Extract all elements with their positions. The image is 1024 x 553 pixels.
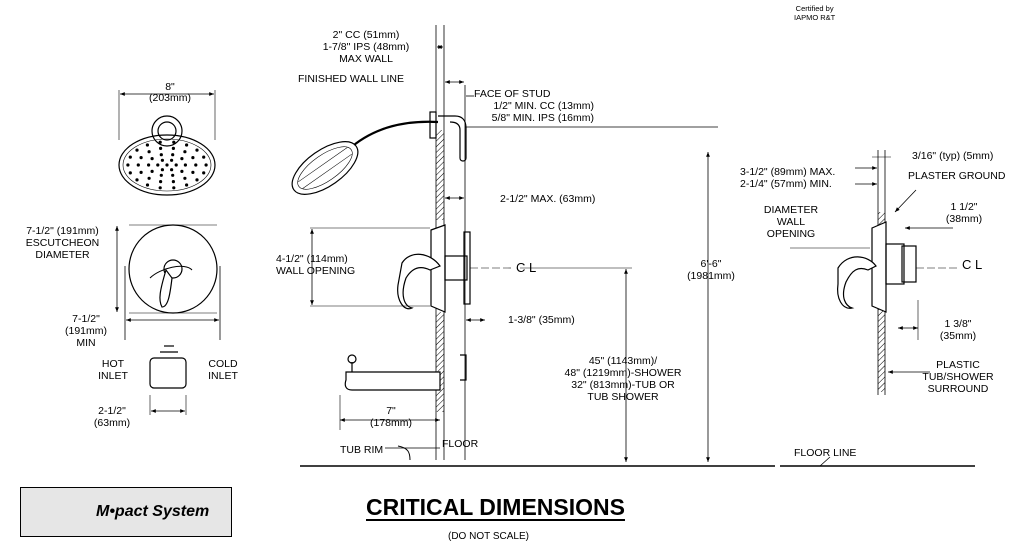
showerhead-nozzles bbox=[126, 140, 208, 190]
nozzle-dot bbox=[174, 163, 178, 167]
escutcheon-diameter-label: 7-1/2" (191mm) ESCUTCHEON DIAMETER bbox=[25, 225, 100, 261]
nozzle-dot bbox=[159, 153, 163, 157]
detail-centerline-label: C L bbox=[962, 257, 983, 272]
nozzle-dot bbox=[145, 183, 150, 187]
nozzle-dot bbox=[171, 153, 175, 157]
nozzle-dot bbox=[128, 171, 132, 175]
nozzle-dot bbox=[183, 150, 187, 154]
side-view bbox=[291, 25, 775, 467]
nozzle-dot bbox=[160, 168, 164, 172]
page-title: CRITICAL DIMENSIONS bbox=[366, 494, 625, 520]
centerline-label: C L bbox=[516, 260, 537, 275]
nozzle-dot bbox=[145, 143, 149, 147]
nozzle-dot bbox=[147, 163, 151, 167]
nozzle-dot bbox=[202, 171, 206, 175]
nozzle-dot bbox=[171, 173, 175, 177]
height-total-label: 6'-6" (1981mm) bbox=[687, 258, 735, 282]
nozzle-dot bbox=[202, 155, 206, 159]
nozzle-dot bbox=[191, 170, 195, 174]
brand-name: M•pact System bbox=[96, 503, 210, 520]
nozzle-dot bbox=[195, 148, 199, 152]
showerhead-width-mm-label: (203mm) bbox=[148, 92, 191, 104]
nozzle-dot bbox=[191, 156, 195, 160]
nozzle-dot bbox=[195, 178, 199, 182]
nozzle-dot bbox=[183, 163, 187, 167]
nozzle-dot bbox=[171, 146, 175, 150]
face-of-stud-label: FACE OF STUD bbox=[474, 88, 551, 100]
brand-logo-box bbox=[20, 487, 232, 537]
nozzle-dot bbox=[194, 163, 198, 167]
one-three-eighths-label: 1 3/8" (35mm) bbox=[939, 318, 977, 342]
nozzle-dot bbox=[158, 140, 162, 144]
nozzle-dot bbox=[159, 173, 163, 177]
typ-label: 3/16" (typ) (5mm) bbox=[912, 150, 994, 162]
nozzle-dot bbox=[172, 186, 176, 190]
plaster-ground-label: PLASTER GROUND bbox=[908, 170, 1006, 182]
nozzle-dot bbox=[135, 148, 139, 152]
wall-opening-label: 4-1/2" (114mm) WALL OPENING bbox=[276, 253, 356, 277]
nozzle-dot bbox=[180, 157, 184, 161]
nozzle-dot bbox=[159, 180, 163, 184]
spout-spacing-label: 2-1/2" (63mm) bbox=[93, 405, 131, 429]
nozzle-dot bbox=[180, 169, 184, 173]
valve-depth-label: 1-3/8" (35mm) bbox=[508, 314, 575, 326]
one-half-label: 1 1/2" (38mm) bbox=[945, 201, 983, 225]
cc-ips-label: 2" CC (51mm) 1-7/8" IPS (48mm) MAX WALL bbox=[322, 29, 410, 65]
max-depth-label: 2-1/2" MAX. (63mm) bbox=[500, 193, 596, 205]
nozzle-dot bbox=[139, 156, 143, 160]
spout-length-label: 7" (178mm) bbox=[369, 405, 412, 429]
nozzle-dot bbox=[171, 180, 175, 184]
nozzle-dot bbox=[147, 150, 151, 154]
nozzle-dot bbox=[150, 169, 154, 173]
nozzle-dot bbox=[172, 140, 176, 144]
cold-inlet-label: COLD INLET bbox=[208, 358, 238, 382]
nozzle-dot bbox=[156, 163, 160, 167]
nozzle-dot bbox=[165, 163, 169, 167]
max-min-label: 3-1/2" (89mm) MAX. 2-1/4" (57mm) MIN. bbox=[740, 166, 836, 190]
nozzle-dot bbox=[136, 163, 140, 167]
showerhead-width-label: 8" bbox=[165, 81, 175, 93]
nozzle-dot bbox=[159, 146, 163, 150]
nozzle-dot bbox=[170, 168, 174, 172]
nozzle-dot bbox=[126, 163, 130, 167]
finished-wall-line-label: FINISHED WALL LINE bbox=[298, 73, 404, 85]
nozzle-dot bbox=[160, 158, 164, 162]
tub-rim-label: TUB RIM bbox=[340, 444, 384, 456]
nozzle-dot bbox=[204, 163, 208, 167]
nozzle-dot bbox=[185, 183, 189, 187]
min-spacing-label: 7-1/2" (191mm) MIN bbox=[64, 313, 107, 349]
nozzle-dot bbox=[139, 170, 143, 174]
diameter-wall-opening-label: DIAMETER WALL OPENING bbox=[763, 204, 819, 240]
certification-label: Certified by IAPMO R&T bbox=[794, 4, 836, 22]
valve-height-label: 45" (1143mm)/ 48" (1219mm)-SHOWER 32" (8… bbox=[564, 355, 682, 403]
min-cc-ips-label: 1/2" MIN. CC (13mm) 5/8" MIN. IPS (16mm) bbox=[491, 100, 594, 124]
floor-line-label: FLOOR LINE bbox=[794, 447, 857, 459]
nozzle-dot bbox=[150, 157, 154, 161]
escutcheon-front-view bbox=[115, 224, 221, 415]
hot-inlet-label: HOT INLET bbox=[98, 358, 128, 382]
showerhead-front-view bbox=[118, 90, 216, 196]
page-subtitle: (DO NOT SCALE) bbox=[448, 531, 529, 542]
detail-view bbox=[780, 150, 975, 467]
surround-label: PLASTIC TUB/SHOWER SURROUND bbox=[922, 359, 994, 395]
nozzle-dot bbox=[158, 186, 162, 190]
nozzle-dot bbox=[185, 143, 189, 147]
nozzle-dot bbox=[170, 158, 174, 162]
floor-label: FLOOR bbox=[442, 438, 479, 450]
nozzle-dot bbox=[135, 178, 139, 182]
nozzle-dot bbox=[183, 176, 187, 180]
nozzle-dot bbox=[147, 176, 151, 180]
nozzle-dot bbox=[128, 155, 132, 159]
